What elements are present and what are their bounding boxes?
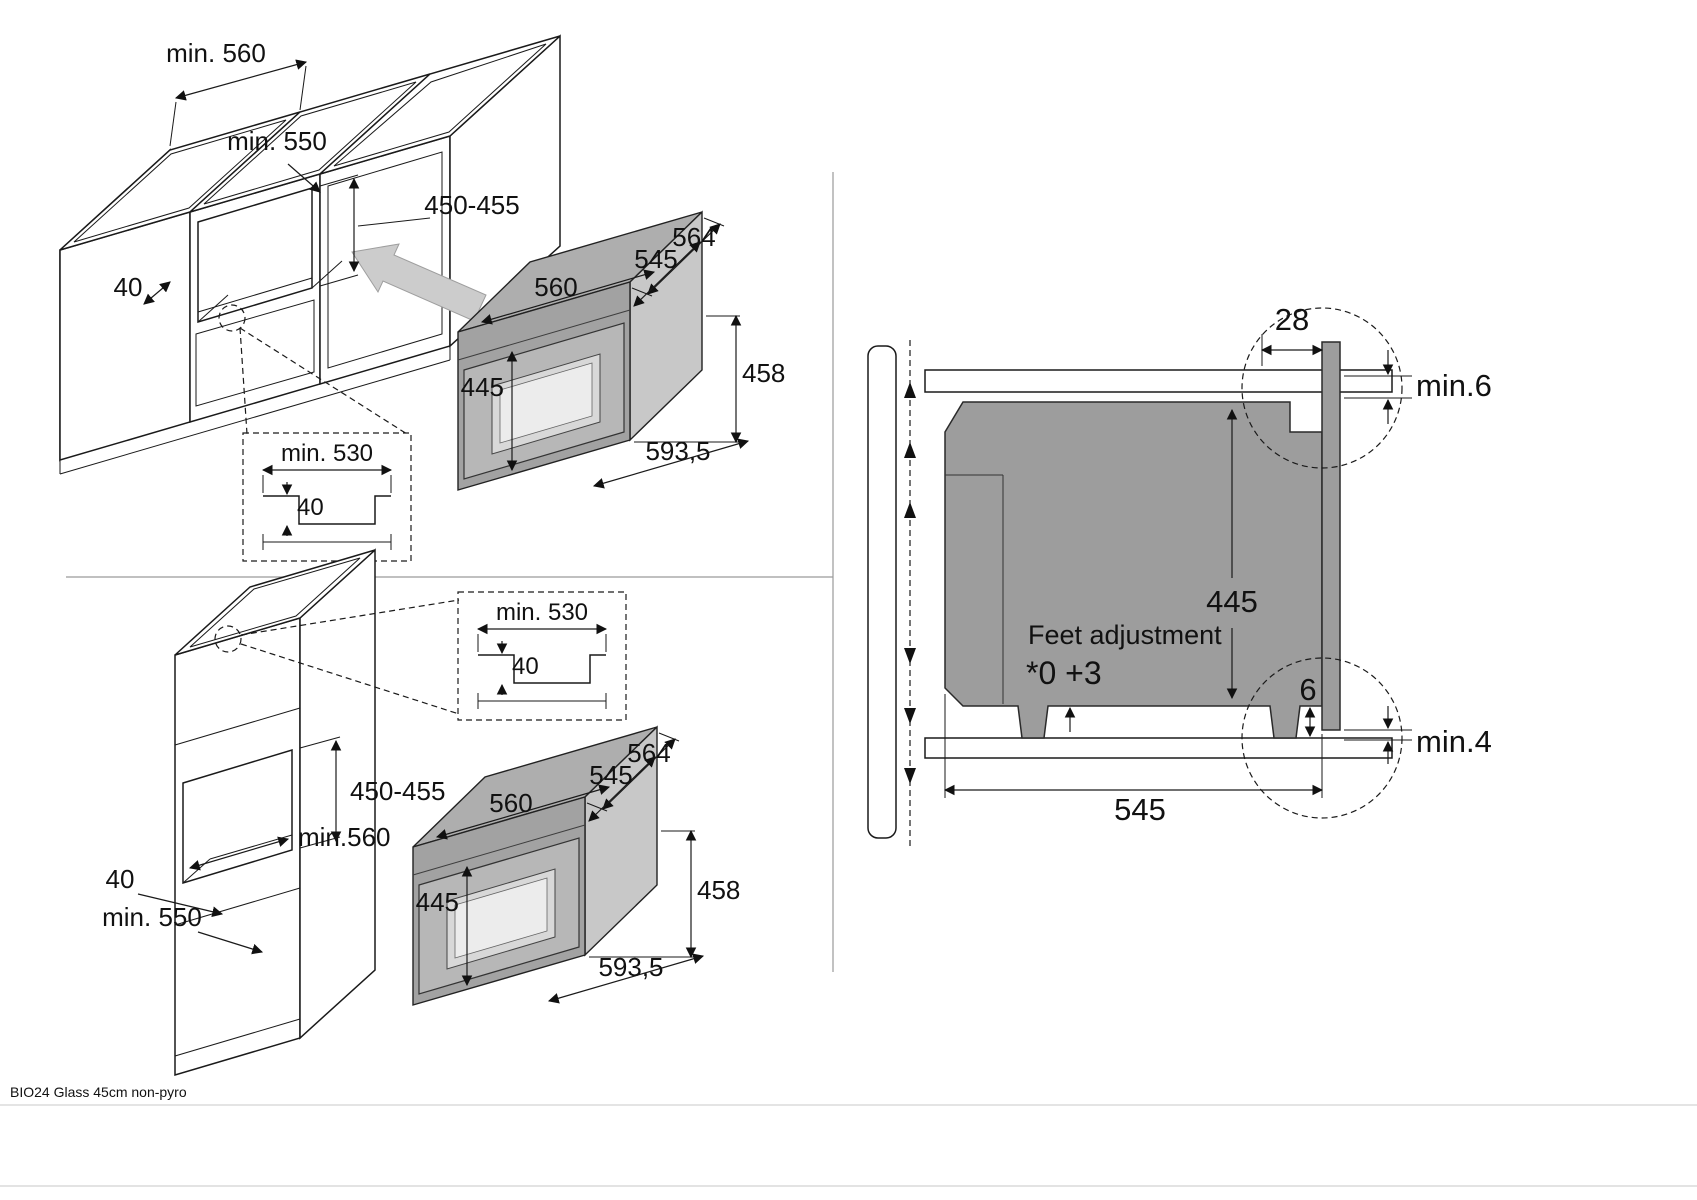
section-dimensions: 28 min.6 445 Feet adjustment *0 +3 6 min… <box>943 302 1492 827</box>
dim-oven-width-total-label: 593,5 <box>645 436 710 466</box>
dim-niche-width-label: min. 560 <box>166 38 266 68</box>
dim-rail-setback-label: 40 <box>114 272 143 302</box>
oven-dimensions: 564 545 560 445 458 593,5 <box>461 217 785 489</box>
dim-oven-width-top-label: 560 <box>534 272 577 302</box>
tall-cabinet-drawing <box>174 548 376 1077</box>
scene-side-section: 28 min.6 445 Feet adjustment *0 +3 6 min… <box>867 302 1492 846</box>
cabinet-dimensions: min. 560 min. 550 450-455 40 <box>114 38 520 305</box>
detail-callout-box: min. 530 40 <box>458 592 626 720</box>
dim-oven-height-body-label: 445 <box>461 372 504 402</box>
cabinet-dimensions: 450-455 min.560 40 min. 550 <box>102 736 445 955</box>
detail-callout-marker <box>218 304 408 435</box>
dim-oven-width-top-label: 560 <box>489 788 532 818</box>
oven-dimensions: 564 545 560 445 458 593,5 <box>416 732 740 1004</box>
detail-callout-marker <box>214 599 460 715</box>
section-dividers <box>66 172 834 972</box>
dim-niche-width-label: min.560 <box>298 822 391 852</box>
dim-oven-depth-body-label: 545 <box>589 760 632 790</box>
feet-adjustment-label: Feet adjustment <box>1028 620 1222 650</box>
footer-note: BIO24 Glass 45cm non-pyro <box>10 1084 187 1100</box>
oven-side-profile <box>944 341 1341 739</box>
dim-detail-width-label: min. 530 <box>281 440 373 467</box>
dim-depth-label: 545 <box>1114 792 1166 827</box>
dim-top-clearance-label: min.6 <box>1416 368 1492 403</box>
wall-profile <box>867 340 916 846</box>
scene-tall-cabinet: min. 530 40 450-455 min.560 40 min. 550 … <box>102 548 740 1077</box>
dim-detail-height-label: 40 <box>297 494 324 521</box>
dim-detail-width-label: min. 530 <box>496 599 588 626</box>
dim-oven-height-total-label: 458 <box>742 358 785 388</box>
dim-detail-height-label: 40 <box>512 653 539 680</box>
insert-direction-arrow <box>351 243 487 322</box>
detail-callout-box: min. 530 40 <box>243 433 411 561</box>
footer: BIO24 Glass 45cm non-pyro <box>0 1084 1697 1187</box>
dim-oven-depth-body-label: 545 <box>634 244 677 274</box>
dim-bottom-gap-label: 6 <box>1299 672 1316 707</box>
cabinet-panels <box>924 369 1393 759</box>
dim-oven-height-total-label: 458 <box>697 875 740 905</box>
oven-front-frame <box>1321 341 1341 731</box>
feet-adjustment-value: *0 +3 <box>1026 655 1102 691</box>
dim-niche-height-label: 450-455 <box>424 190 519 220</box>
detail-circles <box>1241 307 1403 819</box>
scene-built-under: min. 560 min. 550 450-455 40 min. 530 40… <box>59 34 785 561</box>
dim-cabinet-depth-label: min. 550 <box>102 902 202 932</box>
dim-oven-width-total-label: 593,5 <box>598 952 663 982</box>
dim-niche-depth-label: min. 550 <box>227 126 327 156</box>
dim-bottom-clearance-label: min.4 <box>1416 724 1492 759</box>
dim-oven-height-label: 445 <box>1206 584 1258 619</box>
dim-niche-height-label: 450-455 <box>350 776 445 806</box>
dim-rail-setback-label: 40 <box>106 864 135 894</box>
dim-oven-height-body-label: 445 <box>416 887 459 917</box>
